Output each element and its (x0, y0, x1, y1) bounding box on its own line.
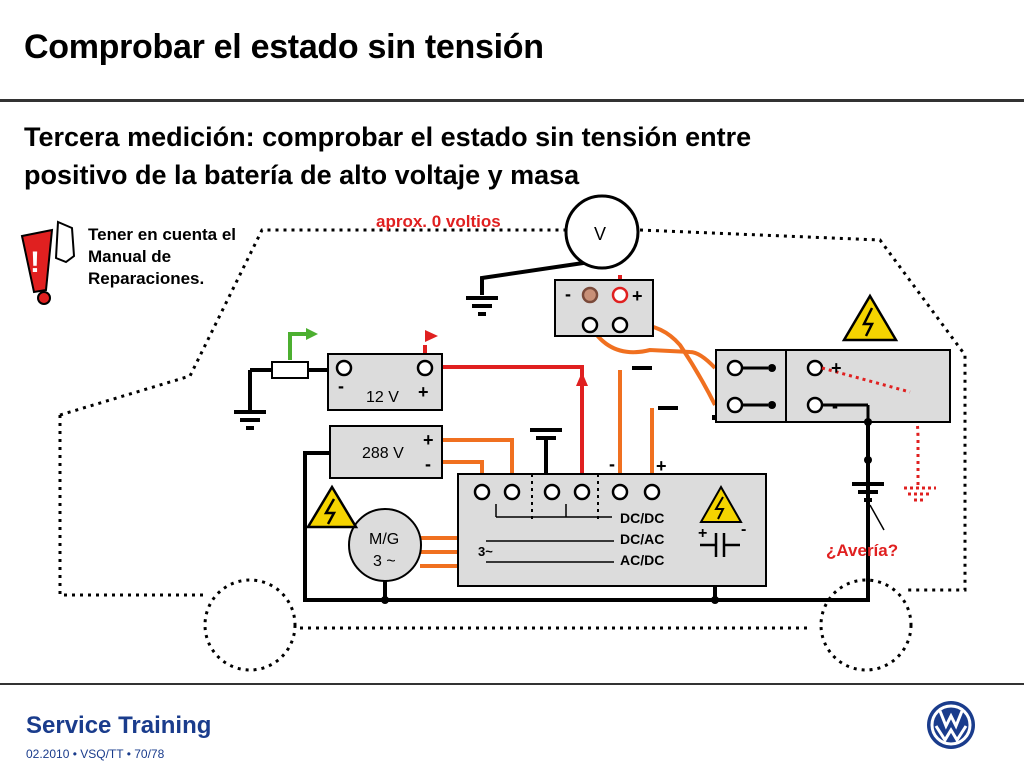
terminal (581, 286, 599, 304)
measurement-plus: + (632, 286, 643, 306)
battery-288v-label: 288 V (362, 445, 404, 462)
subtitle-line-2: positivo de la batería de alto voltaje y… (24, 160, 580, 190)
subtitle-line-1: Tercera medición: comprobar el estado si… (24, 122, 752, 152)
conversion-arrows (486, 504, 614, 563)
battery-12v-minus: - (338, 376, 344, 396)
terminal (726, 396, 744, 414)
battery-12v-plus: + (418, 382, 429, 402)
capacitor-minus: - (741, 521, 746, 538)
terminal (335, 359, 353, 377)
voltage-reading: aprox. 0 voltios (376, 212, 501, 231)
hv-battery-box (715, 349, 951, 423)
ac-dc-label: AC/DC (620, 552, 664, 568)
battery-288v-plus: + (423, 430, 434, 450)
inverter-terminals (473, 483, 661, 501)
vw-logo (927, 701, 975, 749)
terminal (581, 316, 599, 334)
terminal (726, 359, 744, 377)
high-voltage-warning-icon (305, 484, 359, 529)
repair-manual-note: Tener en cuenta el Manual de Reparacione… (88, 224, 236, 290)
capacitor-plus: + (698, 525, 707, 542)
terminal (611, 316, 629, 334)
measurement-minus: - (565, 284, 571, 304)
note-line-2: Manual de (88, 247, 172, 266)
resistor (271, 361, 309, 379)
high-voltage-warning-icon (699, 484, 743, 523)
voltmeter (564, 194, 640, 270)
battery-288v-box (329, 425, 443, 479)
motor-generator (348, 508, 422, 582)
footer-divider (0, 683, 1024, 685)
motor-label-1: M/G (369, 531, 399, 548)
arrowheads (425, 330, 588, 386)
fault-label: ¿Avería? (826, 541, 898, 560)
terminal (611, 286, 629, 304)
fault-ground-symbol (904, 486, 936, 502)
ground-symbols (234, 296, 884, 502)
three-phase-label: 3~ (478, 544, 493, 559)
title-divider (0, 99, 1024, 102)
high-voltage-warning-icon (841, 293, 899, 342)
vehicle-outline (58, 228, 967, 672)
battery-288v-minus: - (425, 454, 431, 474)
footer-meta: 02.2010 • VSQ/TT • 70/78 (26, 747, 165, 761)
page-title: Comprobar el estado sin tensión (24, 28, 544, 66)
hv-minus: - (832, 396, 838, 416)
dc-dc-label: DC/DC (620, 510, 664, 526)
terminal (416, 359, 434, 377)
note-line-1: Tener en cuenta el (88, 225, 237, 244)
svg-text:!: ! (30, 246, 40, 279)
green-flag-arrow (306, 328, 318, 340)
green-flag (288, 332, 306, 360)
dc-ac-label: DC/AC (620, 531, 664, 547)
terminal (806, 359, 824, 377)
warning-hand-icon: ! (20, 220, 76, 305)
measurement-terminal-box (554, 279, 654, 337)
hv-plus: + (831, 358, 842, 378)
voltmeter-label: V (594, 224, 606, 244)
inverter-plus: + (656, 456, 667, 476)
battery-12v-label: 12 V (366, 389, 399, 406)
terminal (806, 396, 824, 414)
note-line-3: Reparaciones. (88, 269, 205, 288)
inverter-minus: - (609, 454, 615, 474)
fault-pointer (869, 504, 885, 531)
footer-brand: Service Training (26, 712, 212, 739)
motor-label-2: 3 ~ (373, 553, 396, 570)
capacitor (700, 533, 740, 557)
page-subtitle: Tercera medición: comprobar el estado si… (24, 118, 984, 194)
